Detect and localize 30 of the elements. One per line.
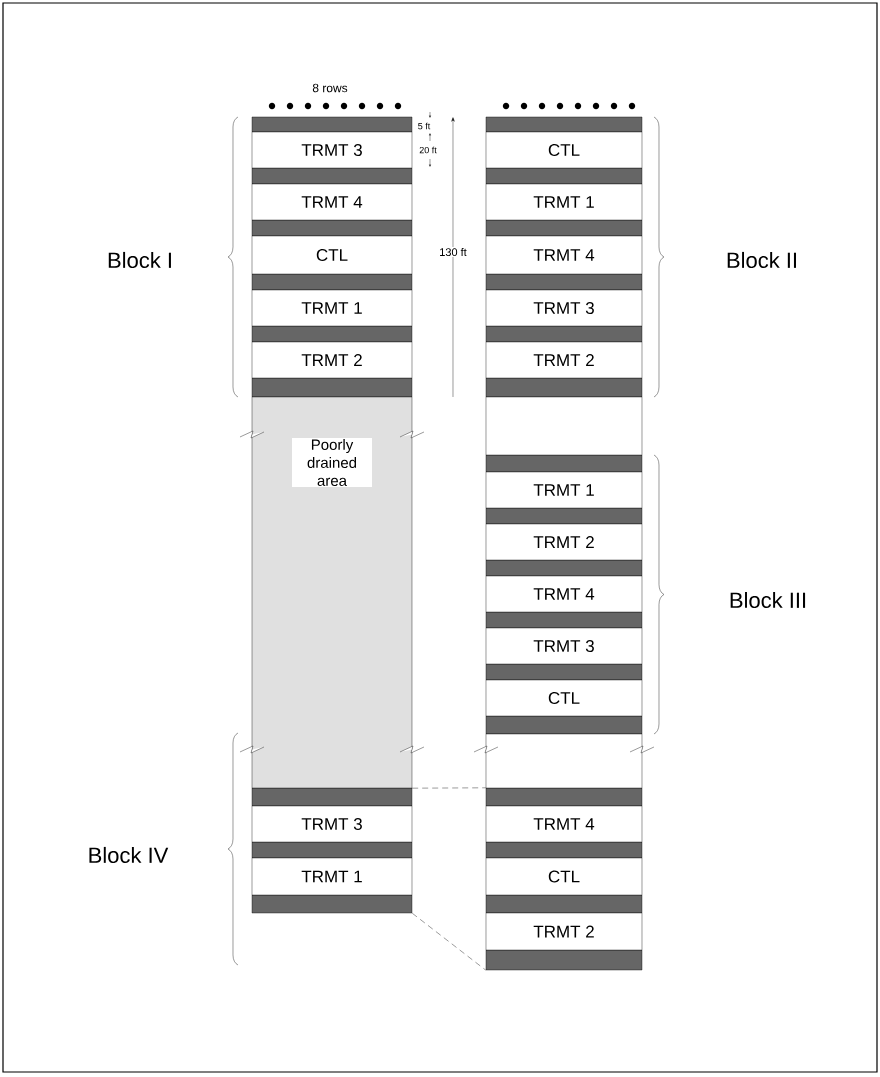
dimension-label: 8 rows [312, 83, 348, 93]
plot-box: TRMT 4 [485, 575, 643, 613]
projection-line [412, 787, 486, 789]
block-label: Block II [727, 251, 796, 269]
plot-box: TRMT 1 [485, 183, 643, 221]
plot-box: TRMT 1 [251, 289, 413, 327]
plot-box: TRMT 2 [485, 912, 643, 951]
plot-box: CTL [485, 679, 643, 717]
plot-box: CTL [251, 235, 413, 275]
plot-box: TRMT 4 [251, 183, 413, 221]
dimension-label: 5 ft [418, 122, 431, 130]
plot-box: TRMT 4 [485, 805, 643, 843]
projection-line [412, 913, 486, 971]
plot-box: TRMT 2 [485, 523, 643, 561]
plot-box: TRMT 2 [251, 341, 413, 379]
block-label: Block III [730, 591, 806, 609]
plot-box: TRMT 3 [485, 289, 643, 327]
plot-box: TRMT 1 [485, 471, 643, 509]
plot-box: CTL [485, 131, 643, 169]
plot-box: TRMT 2 [485, 341, 643, 379]
plot-box: TRMT 3 [485, 627, 643, 665]
plot-box: TRMT 3 [251, 805, 413, 843]
plot-box: TRMT 4 [485, 235, 643, 275]
plot-box: TRMT 1 [251, 857, 413, 896]
block-label: Block I [108, 251, 171, 269]
plot-box: CTL [485, 857, 643, 896]
plot-box: TRMT 3 [251, 131, 413, 169]
block-label: Block IV [89, 846, 169, 864]
drained-area: Poorly drained area [251, 396, 413, 789]
dimension-label: 130 ft [438, 246, 468, 258]
